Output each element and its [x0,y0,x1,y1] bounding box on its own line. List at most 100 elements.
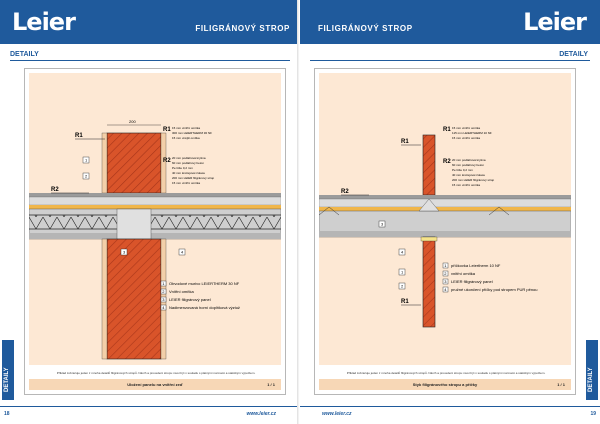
pur-foam-joint [420,236,438,242]
floor-screed [318,198,572,208]
legend-item: Vnitřní omítka [169,289,194,294]
legend-number: 1 [162,281,165,286]
insulation-layer [29,205,281,209]
lower-partition [422,236,436,328]
dim-label: 200 [129,119,136,124]
legend-number: 4 [162,305,165,310]
r2-layer-list: 20 mm podlahová krytina 60 mm podlahový … [172,156,215,185]
r1-spec-label: R1 [443,127,451,133]
r1-layer: 15 mm vnitřní omítka [452,136,480,140]
section-divider [10,60,290,61]
upper-wall [106,132,162,194]
page-number: 18 [4,411,10,417]
marker: 3 [123,250,126,255]
r1-label: R1 [75,133,83,139]
page-number: 19 [590,411,596,417]
r1-layer: 115 mm LEIERTHERM 10 NF [452,131,492,135]
r2-layer: 40 mm kročejová izolace [452,173,485,177]
r1-layer-list: 15 mm vnitřní omítka 300 mm LEIERTHERM 3… [172,126,212,140]
legend-number: 3 [162,297,165,302]
lattice-girder [29,215,281,229]
legend-number: 2 [444,271,447,276]
marker-group: 4 1 2 3 [378,220,406,290]
marker: 3 [381,222,384,227]
r2-layer: 15 mm vnitřní omítka [172,181,200,185]
footnote: Příklad zobrazuje jeden z mnoha detailů … [346,371,546,375]
header-title: FILIGRÁNOVÝ STROP [318,24,413,33]
figure-caption: Uložení panelu na vnitřní zeď 1 / 1 [29,379,281,390]
r2-spec-label: R2 [163,158,171,164]
section-drawing: 200 R1 [28,119,282,360]
r2-layer: 40 mm kročejová izolace [172,171,205,175]
lower-wall [106,238,162,360]
caption-text: Styk filigránového stropu a příčky [412,382,478,387]
website-link[interactable]: www.leier.cz [246,411,276,417]
section-label: DETAILY [10,51,39,58]
drawing-canvas: 200 R1 [28,73,282,365]
header-bar: FILIGRÁNOVÝ STROP Leier [300,0,600,44]
legend-number: 1 [444,263,447,268]
r2-layer: Pe fólie 0,2 mm [452,168,473,172]
r2-layer: 20 mm podlahová krytina [172,156,206,160]
legend-item: Nadimenzovaná horní doplňková výztuž [169,305,240,310]
caption-number: 1 / 1 [557,382,565,387]
caption-number: 1 / 1 [267,382,275,387]
r2-layer: 200 mm LEIER filigránový strop [172,176,215,180]
floor-screed [28,196,282,206]
floor-finish [29,193,281,197]
legend-item: Obvodové murivo LEIERTHERM 30 NF [169,281,240,286]
caption-text: Uložení panelu na vnitřní zeď [127,382,183,387]
side-tab-label: DETAILY [4,367,10,392]
legend-number: 3 [444,279,447,284]
r1-layer: 15 mm vnější omítka [172,136,200,140]
r1-layer: 15 mm vnitřní omítka [172,126,200,130]
legend-number: 2 [162,289,165,294]
header-title: FILIGRÁNOVÝ STROP [195,24,290,33]
side-tab: DETAILY [586,340,598,400]
r2-layer: 20 mm podlahová krytina [452,158,486,162]
side-tab: DETAILY [2,340,14,400]
legend-number: 4 [444,287,447,292]
website-link[interactable]: www.leier.cz [322,411,352,417]
footer-bar: www.leier.cz 19 [300,406,600,424]
legend-item: LEIER filigránový panel [169,297,211,302]
legend-item: příčkovka Leiertherm 10 NF [451,263,501,268]
marker: 1 [85,158,88,163]
side-tab-label: DETAILY [588,367,594,392]
drawing-canvas: R1 R2 R1 R1 R2 15 mm vnitřní omítka 115 … [318,73,572,365]
figure-caption: Styk filigránového stropu a příčky 1 / 1 [319,379,571,390]
r1-layer: 300 mm LEIERTHERM 30 NF [172,131,212,135]
r1-spec-label: R1 [163,127,171,133]
section-label: DETAILY [559,51,588,58]
marker: 1 [401,270,404,275]
insulation-layer [319,207,571,211]
detail-box: R1 R2 R1 R1 R2 15 mm vnitřní omítka 115 … [314,68,576,395]
right-page: FILIGRÁNOVÝ STROP Leier DETAILY [300,0,600,424]
r2-layer: 15 mm vnitřní omítka [452,183,480,187]
r1-label-lower: R1 [401,299,409,305]
marker: 2 [401,284,404,289]
footer-bar: 18 www.leier.cz [0,406,300,424]
leier-logo: Leier [523,8,587,36]
r1-label: R1 [401,139,409,145]
r2-layer: 200 mm LEIER filigránový strop [452,178,495,182]
marker: 4 [401,250,404,255]
r2-label: R2 [51,187,59,193]
r2-layer: Pe fólie 0,2 mm [172,166,193,170]
legend-item: vnitřní omítka [451,271,476,276]
legend: 1 Obvodové murivo LEIERTHERM 30 NF 2 Vni… [160,280,240,311]
legend: 1 příčkovka Leiertherm 10 NF 2 vnitřní o… [442,262,538,293]
r2-label: R2 [341,189,349,195]
r1-layer: 15 mm vnitřní omítka [452,126,480,130]
joint-concrete [116,208,152,240]
r2-layer-list: 20 mm podlahová krytina 60 mm podlahový … [452,158,495,187]
footnote: Příklad zobrazuje jeden z mnoha detailů … [56,371,256,375]
section-divider [310,60,590,61]
marker-group: 1 2 3 4 [82,156,186,256]
r2-spec-label: R2 [443,159,451,165]
upper-partition [422,134,436,196]
detail-box: 200 R1 [24,68,286,395]
leier-logo: Leier [12,8,76,36]
legend-item: LEIER filigránový panel [451,279,493,284]
